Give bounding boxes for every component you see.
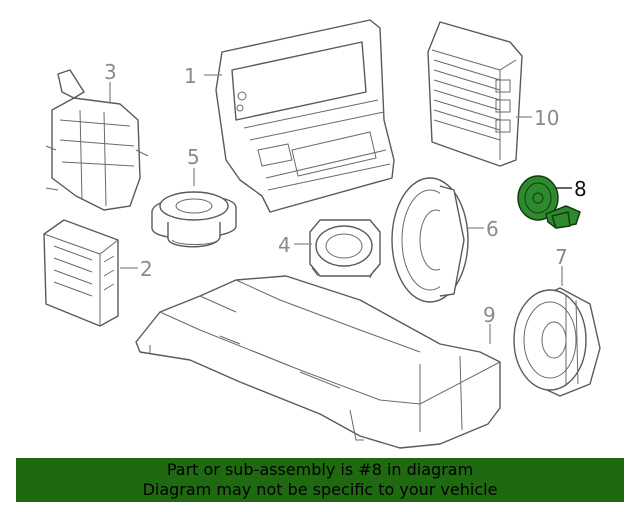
callout-2: 2 <box>140 257 153 281</box>
part-8-tweeter <box>517 175 581 229</box>
part-6-speaker <box>391 177 469 303</box>
banner-line-2: Diagram may not be specific to your vehi… <box>142 480 498 499</box>
part-5-speaker <box>151 191 237 248</box>
callout-3: 3 <box>104 60 117 84</box>
part-7-woofer <box>513 287 601 397</box>
callout-8: 8 <box>574 177 587 201</box>
callout-6: 6 <box>486 217 499 241</box>
part-9-console-enclosure <box>135 275 501 449</box>
part-10-radio-module <box>427 21 523 167</box>
part-1-display-console <box>215 19 395 213</box>
callout-1: 1 <box>184 64 197 88</box>
banner-line-1: Part or sub-assembly is #8 in diagram <box>166 460 474 479</box>
part-4-speaker <box>309 219 381 279</box>
callout-10: 10 <box>534 106 559 130</box>
part-2-amplifier <box>43 219 119 327</box>
callout-5: 5 <box>187 145 200 169</box>
fitment-banner: Part or sub-assembly is #8 in diagram Di… <box>16 458 624 502</box>
part-3-control-module <box>45 69 149 211</box>
parts-diagram: 1 2 3 4 5 6 <box>43 19 601 449</box>
callout-7: 7 <box>555 245 568 269</box>
callout-4: 4 <box>278 233 291 257</box>
callout-9: 9 <box>483 303 496 327</box>
